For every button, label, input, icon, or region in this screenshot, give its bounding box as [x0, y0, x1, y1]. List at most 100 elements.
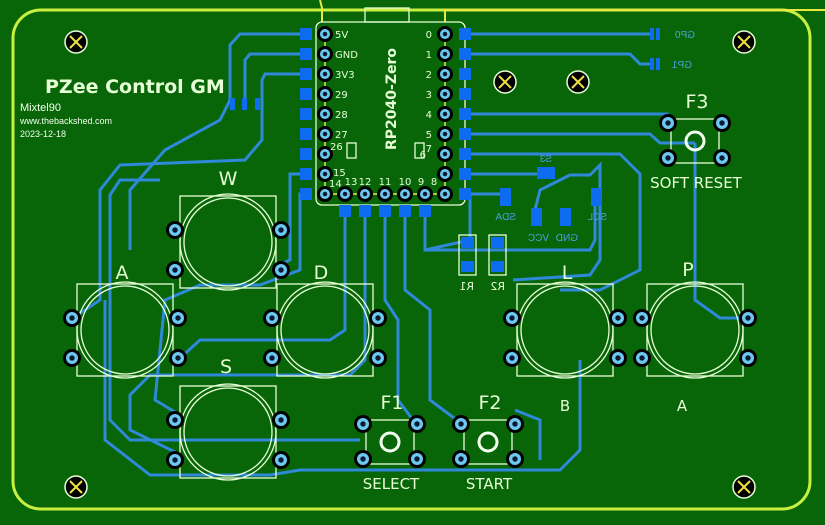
pin-label: 26: [330, 142, 343, 153]
pin-pad: [397, 186, 413, 202]
pin-pad: [272, 261, 290, 279]
switch-sub-label: B: [560, 397, 570, 415]
pin-pad: [317, 186, 333, 202]
pin-pad: [437, 46, 453, 62]
pin-pad: [739, 349, 757, 367]
pin-pad: [63, 309, 81, 327]
pin-pad: [317, 166, 333, 182]
pin-pad: [272, 411, 290, 429]
label-gp1: GP1: [672, 60, 692, 71]
switch-sub-label: START: [466, 475, 513, 493]
mount-hole: [732, 475, 756, 499]
switch-p[interactable]: PA: [633, 259, 757, 415]
pin-pad: [609, 349, 627, 367]
pin-pad: [609, 309, 627, 327]
mount-hole: [732, 30, 756, 54]
pin-pad: [317, 46, 333, 62]
pin-label: 15: [333, 168, 346, 179]
pin-pad: [317, 106, 333, 122]
pin-pad: [166, 221, 184, 239]
pin-pad: [377, 186, 393, 202]
pin-label: 3V3: [335, 70, 355, 81]
pin-pad: [337, 186, 353, 202]
pin-pad: [437, 186, 453, 202]
pin-pad: [437, 26, 453, 42]
switch-label: P: [682, 259, 693, 281]
label-r2: R2: [490, 280, 505, 293]
pin-pad: [169, 309, 187, 327]
switch-sub-label: A: [677, 397, 688, 415]
label-r1: R1: [459, 280, 474, 293]
pin-pad: [633, 349, 651, 367]
pin-label: 5: [426, 130, 432, 141]
pin-label: 2: [426, 70, 432, 81]
pin-pad: [317, 146, 333, 162]
switch-label: W: [219, 168, 238, 190]
label-vcc: VCC: [528, 233, 549, 244]
pin-label: 0: [426, 30, 432, 41]
pin-pad: [633, 309, 651, 327]
switch-label: L: [562, 262, 573, 284]
pin-pad: [437, 106, 453, 122]
switch-sub-label: SELECT: [363, 475, 420, 493]
pin-label: 11: [379, 177, 392, 188]
pin-label: 27: [335, 130, 348, 141]
board-outline: [11, 8, 812, 511]
website-label: www.thebackshed.com: [19, 116, 112, 126]
pin-pad: [739, 309, 757, 327]
pin-pad: [263, 309, 281, 327]
mount-holes: [64, 30, 756, 499]
pin-pad: [263, 349, 281, 367]
pin-pad: [317, 26, 333, 42]
pin-label: 3: [426, 90, 432, 101]
pin-label: 14: [329, 179, 342, 190]
pin-pad: [713, 149, 731, 167]
pin-pad: [408, 450, 426, 468]
pin-pad: [659, 114, 677, 132]
pin-label: 8: [431, 177, 437, 188]
rp2040-zero-module: RP2040-Zero 5VGND3V329282726151401234567…: [300, 0, 825, 217]
pin-pad: [357, 186, 373, 202]
pin-label: 13: [345, 177, 358, 188]
pin-label: GND: [335, 50, 358, 61]
pin-pad: [354, 415, 372, 433]
pin-label: 5V: [335, 30, 348, 41]
pin-pad: [437, 86, 453, 102]
pin-pad: [437, 126, 453, 142]
switch-s[interactable]: S: [166, 356, 290, 481]
pin-pad: [272, 221, 290, 239]
pin-pad: [437, 146, 453, 162]
label-sda: SDA: [495, 212, 516, 223]
pin-pad: [369, 309, 387, 327]
pin-pad: [452, 450, 470, 468]
switch-l[interactable]: LB: [503, 262, 627, 415]
switch-w[interactable]: W: [166, 168, 290, 291]
pin-pad: [272, 451, 290, 469]
pin-label: 10: [399, 177, 412, 188]
pin-pad: [437, 166, 453, 182]
author-label: Mixtel90: [20, 102, 61, 114]
pin-label: 6: [420, 150, 426, 161]
switch-a[interactable]: A: [63, 262, 187, 379]
pin-label: 1: [426, 50, 432, 61]
switch-d[interactable]: D: [263, 262, 387, 379]
pin-pad: [452, 415, 470, 433]
bottom-components: GP0 GP1 S3 SDA VCC GND SCL R1 R2: [230, 28, 695, 293]
pin-label: 29: [335, 90, 348, 101]
module-name: RP2040-Zero: [384, 48, 400, 150]
pin-pad: [317, 126, 333, 142]
mount-hole: [493, 70, 517, 94]
mount-hole: [64, 30, 88, 54]
pin-pad: [408, 415, 426, 433]
pin-pad: [503, 349, 521, 367]
pin-pad: [369, 349, 387, 367]
pin-pad: [166, 451, 184, 469]
pin-pad: [417, 186, 433, 202]
switch-label: S: [220, 356, 232, 378]
switch-sub-label: SOFT RESET: [650, 174, 743, 192]
switch-label: F2: [478, 392, 501, 414]
